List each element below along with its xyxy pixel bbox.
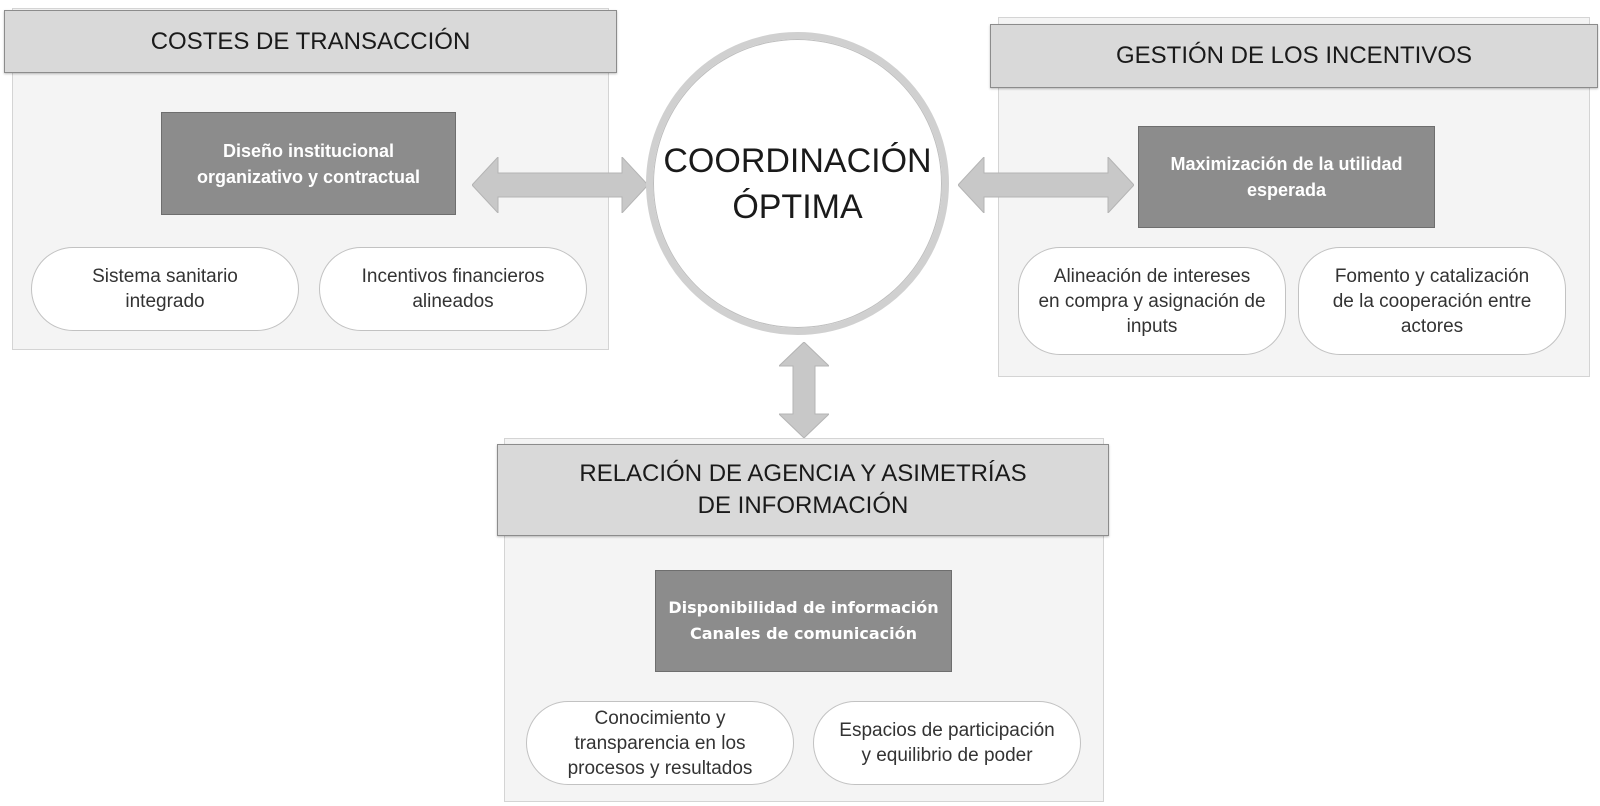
panel-costes-key-box: Diseño institucional organizativo y cont… xyxy=(161,112,456,215)
panel-incentivos-item-1: Alineación de intereses en compra y asig… xyxy=(1018,247,1286,355)
panel-incentivos-key-box: Maximización de la utilidad esperada xyxy=(1138,126,1435,228)
double-arrow-right-icon xyxy=(958,157,1134,213)
panel-incentivos-title: GESTIÓN DE LOS INCENTIVOS xyxy=(990,24,1598,88)
center-coordinacion-optima: COORDINACIÓN ÓPTIMA xyxy=(646,32,949,335)
double-arrow-down-icon xyxy=(779,342,829,438)
panel-agencia-item-2: Espacios de participación y equilibrio d… xyxy=(813,701,1081,785)
panel-costes-title: COSTES DE TRANSACCIÓN xyxy=(4,10,617,73)
panel-agencia-item-1: Conocimiento y transparencia en los proc… xyxy=(526,701,794,785)
panel-incentivos-item-2: Fomento y catalización de la cooperación… xyxy=(1298,247,1566,355)
panel-costes-item-2: Incentivos financieros alineados xyxy=(319,247,587,331)
panel-costes-item-1: Sistema sanitario integrado xyxy=(31,247,299,331)
double-arrow-left-icon xyxy=(472,157,648,213)
panel-agencia-key-box: Disponibilidad de información Canales de… xyxy=(655,570,952,672)
panel-agencia-title: RELACIÓN DE AGENCIA Y ASIMETRÍAS DE INFO… xyxy=(497,444,1109,536)
